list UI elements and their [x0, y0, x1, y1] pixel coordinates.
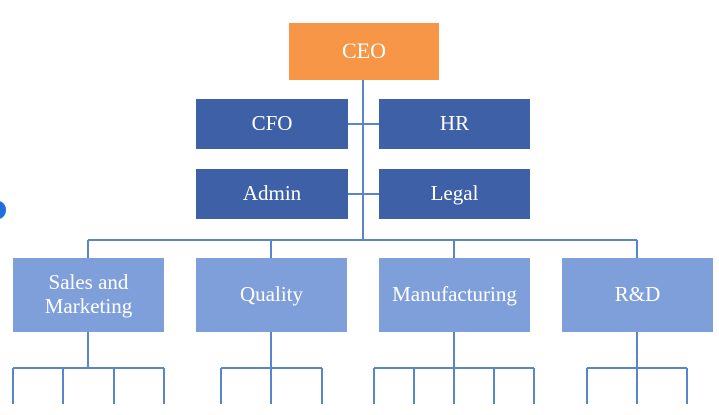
rd-box: R&D	[562, 258, 713, 332]
admin-label: Admin	[242, 181, 302, 206]
quality-label: Quality	[240, 282, 303, 307]
legal-box: Legal	[379, 169, 530, 219]
cfo-box: CFO	[196, 99, 348, 149]
admin-box: Admin	[196, 169, 348, 219]
edge-dot-icon	[0, 201, 6, 219]
hr-box: HR	[379, 99, 530, 149]
ceo-box: CEO	[289, 23, 439, 80]
hr-label: HR	[439, 111, 470, 136]
quality-box: Quality	[196, 258, 347, 332]
legal-label: Legal	[430, 181, 479, 206]
rd-label: R&D	[614, 282, 661, 307]
ceo-label: CEO	[342, 38, 386, 64]
manufacturing-box: Manufacturing	[379, 258, 530, 332]
sales-marketing-box: Sales and Marketing	[13, 258, 164, 332]
cfo-label: CFO	[251, 111, 293, 136]
sales-marketing-label: Sales and Marketing	[44, 270, 133, 318]
manufacturing-label: Manufacturing	[392, 282, 517, 307]
